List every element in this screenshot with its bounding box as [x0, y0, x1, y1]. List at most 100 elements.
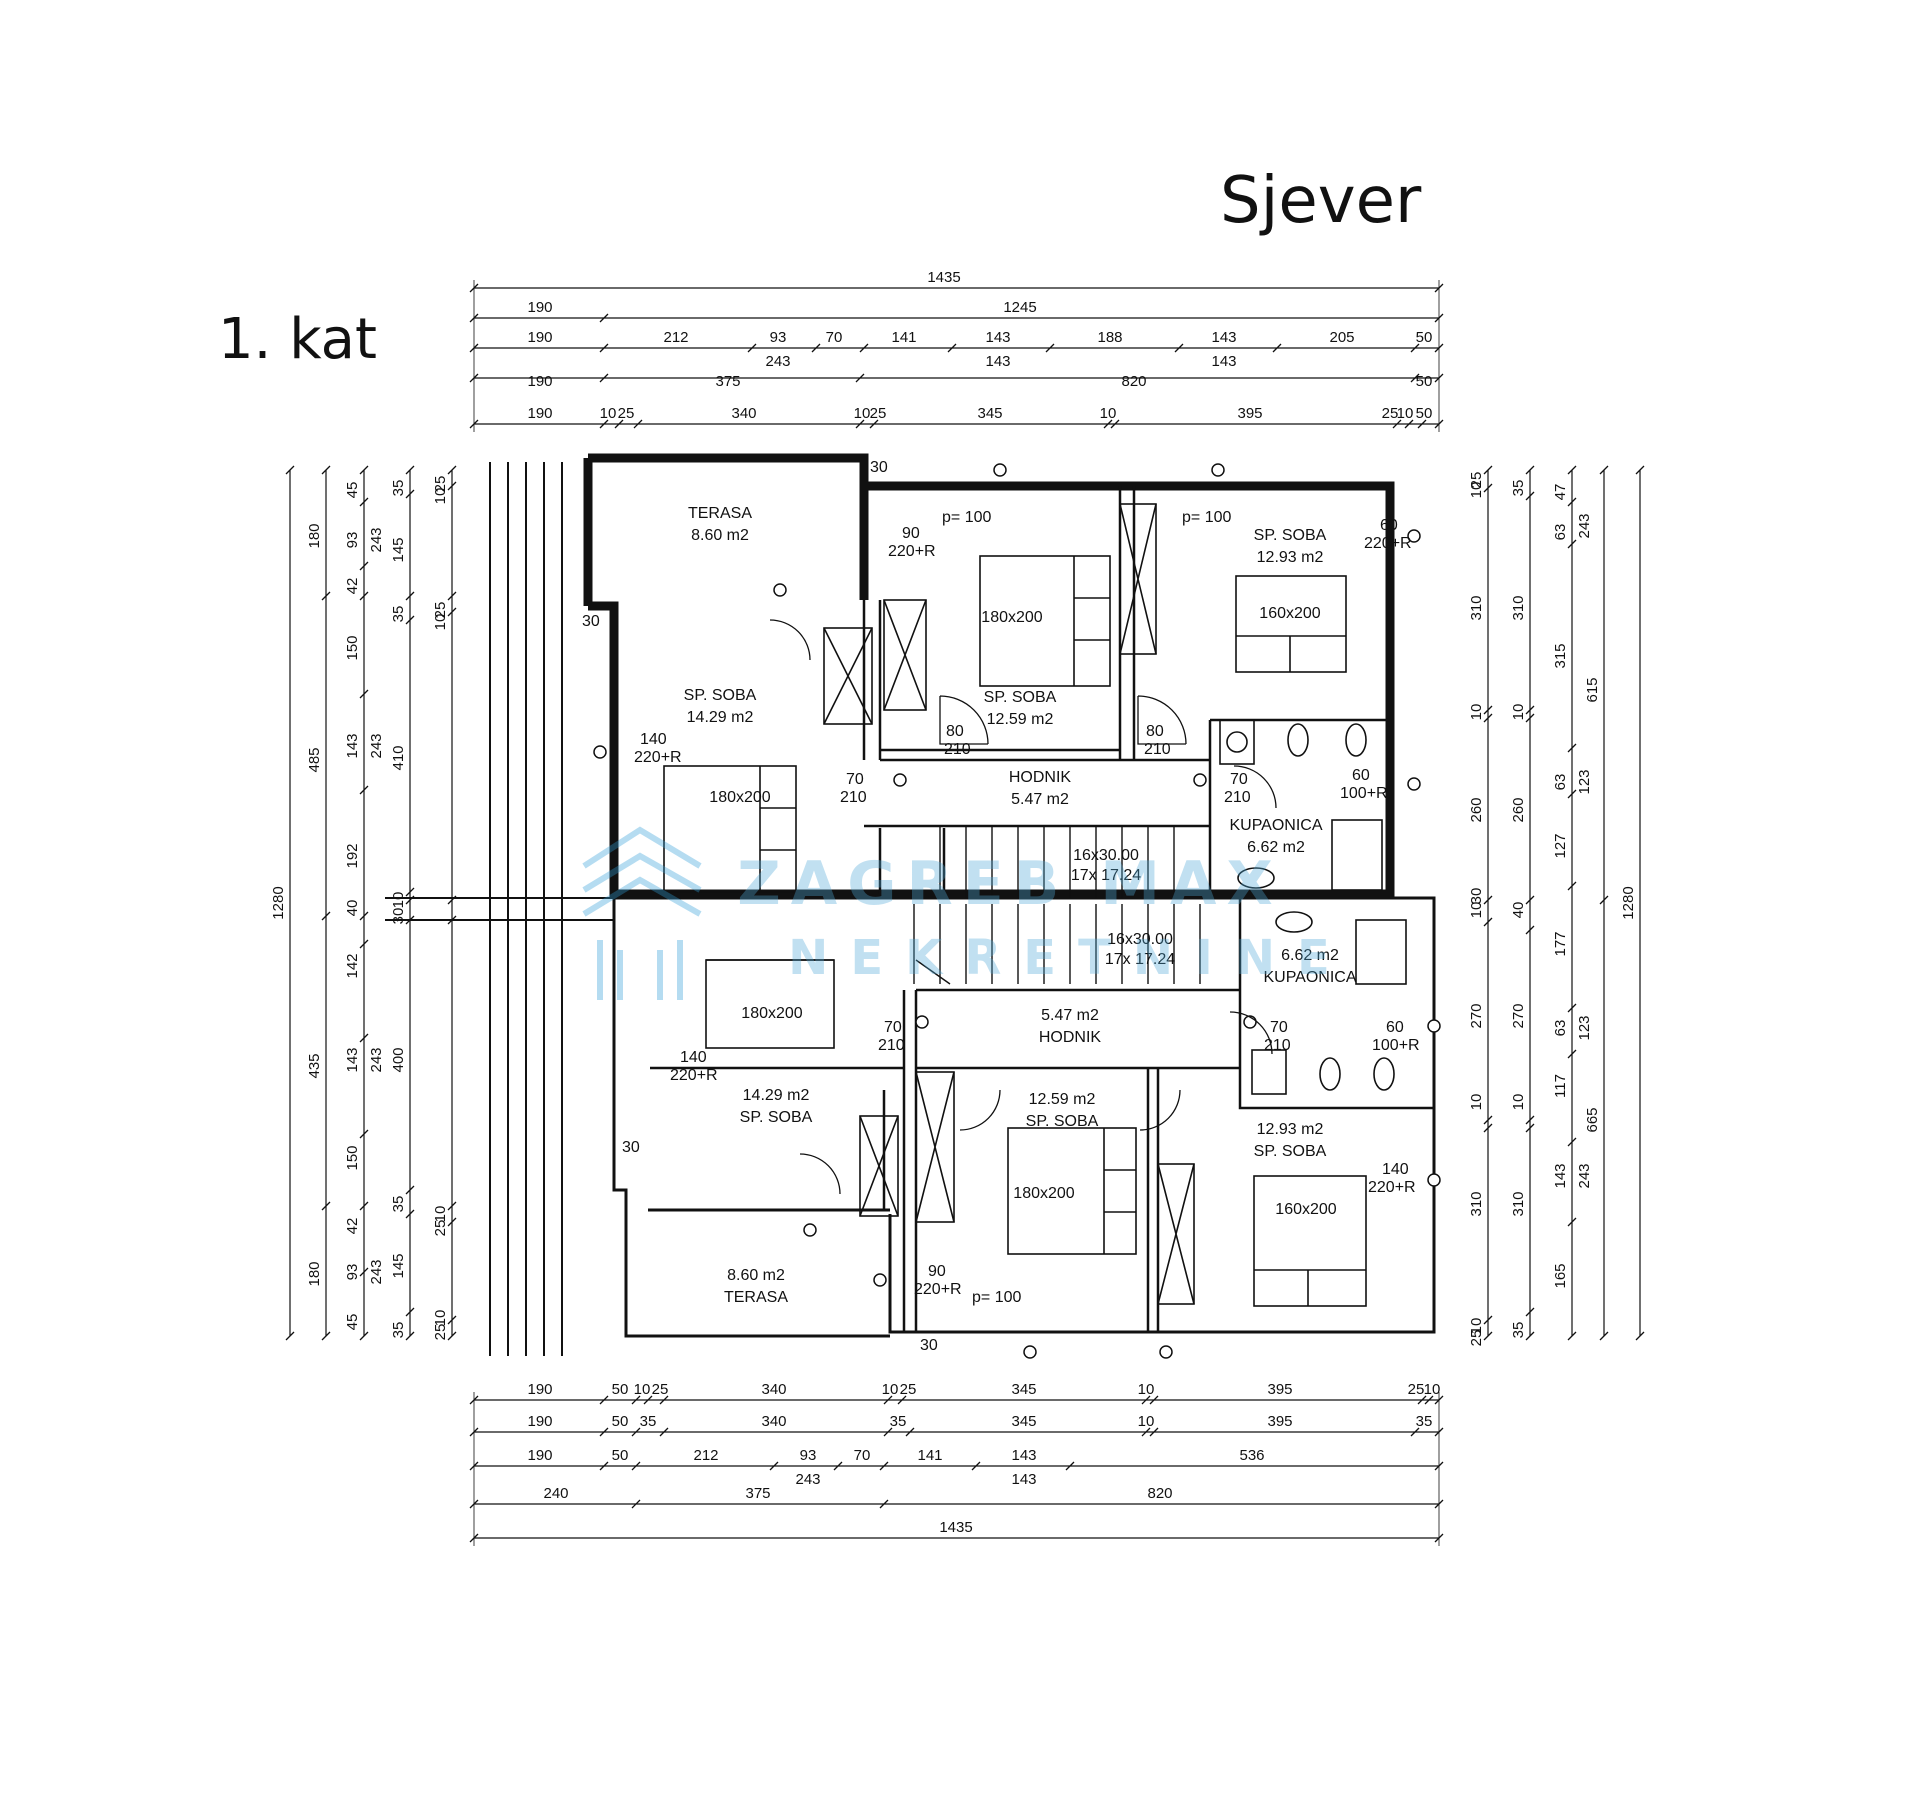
- dim-label: 395: [1237, 405, 1262, 422]
- dim-label: 40: [344, 900, 361, 917]
- dim-label: 143: [1211, 329, 1236, 346]
- watermark-logo-icon: [582, 826, 702, 1000]
- dim-label: 243: [368, 1259, 385, 1284]
- dim-label: 536: [1239, 1447, 1264, 1464]
- dim-label: 10: [1424, 1381, 1441, 1398]
- watermark-line2: NEKRETNINE: [788, 930, 1352, 986]
- dim-label: 35: [390, 606, 407, 623]
- dim-label: 50: [612, 1447, 629, 1464]
- dim-label: 10: [1468, 902, 1485, 919]
- dim-label: 345: [1011, 1413, 1036, 1430]
- dim-label: 35: [390, 1322, 407, 1339]
- dim-label: 270: [1510, 1003, 1527, 1028]
- dim-label: 123: [1576, 1015, 1593, 1040]
- room-area: 8.60 m2: [727, 1267, 785, 1284]
- parapet-height: p= 100: [972, 1289, 1021, 1306]
- dim-label: 25: [432, 1324, 449, 1341]
- dim-label: 345: [977, 405, 1002, 422]
- dim-label: 820: [1147, 1485, 1172, 1502]
- room-labels: TERASA 8.60 m2 SP. SOBA 14.29 m2 SP. SOB…: [684, 505, 1357, 1306]
- dim-label: 1245: [1003, 299, 1036, 316]
- dim-label: 25: [900, 1381, 917, 1398]
- dim-label: 25: [870, 405, 887, 422]
- dim-label: 345: [1011, 1381, 1036, 1398]
- dim-label: 45: [344, 482, 361, 499]
- door-height: 210: [878, 1037, 905, 1054]
- door-swings: [769, 619, 1277, 1195]
- door-height: 210: [1144, 741, 1171, 758]
- opening-height: 100+R: [1372, 1037, 1420, 1054]
- dim-label: 435: [306, 1053, 323, 1078]
- stairs-count: 17x 17.24: [1105, 951, 1175, 968]
- room-area: 14.29 m2: [687, 709, 754, 726]
- north-label: Sjever: [1220, 164, 1422, 238]
- parapet-height: p= 100: [1182, 509, 1231, 526]
- room-name: TERASA: [688, 505, 752, 522]
- dim-label: 395: [1267, 1413, 1292, 1430]
- dim-label: 42: [344, 578, 361, 595]
- dim-label: 63: [1552, 524, 1569, 541]
- beds: [663, 555, 1367, 1307]
- dim-label: 310: [1510, 1191, 1527, 1216]
- dim-label: 310: [1468, 1191, 1485, 1216]
- dim-label: 35: [890, 1413, 907, 1430]
- dim-label: 123: [1576, 769, 1593, 794]
- opening-height: 220+R: [1364, 535, 1412, 552]
- dim-label: 35: [1510, 1322, 1527, 1339]
- dim-label: 42: [344, 1218, 361, 1235]
- watermark: ZAGREB MAX NEKRETNINE: [582, 826, 1352, 1000]
- dim-label: 260: [1510, 797, 1527, 822]
- dim-label: 180: [306, 1261, 323, 1286]
- dim-label: 192: [344, 843, 361, 868]
- dim-label: 35: [390, 480, 407, 497]
- dim-label: 10: [432, 1310, 449, 1327]
- dim-label: 63: [1552, 1020, 1569, 1037]
- top-dim-extensions: [473, 280, 1440, 432]
- dim-label: 180: [306, 523, 323, 548]
- opening-height: 220+R: [634, 749, 682, 766]
- dim-label: 10: [1510, 704, 1527, 721]
- room-name: SP. SOBA: [684, 687, 757, 704]
- dim-label: 270: [1468, 1003, 1485, 1028]
- stairs-size: 16x30.00: [1107, 931, 1173, 948]
- dim-label: 10: [882, 1381, 899, 1398]
- dim-label: 25: [618, 405, 635, 422]
- dim-label: 190: [527, 1413, 552, 1430]
- dim-label: 1280: [270, 886, 287, 919]
- dim-label: 340: [761, 1413, 786, 1430]
- dim-label: 212: [663, 329, 688, 346]
- stairs: [913, 826, 1201, 985]
- bathroom-fixtures: [1219, 719, 1407, 1095]
- dim-label: 25: [1382, 405, 1399, 422]
- dim-label: 340: [731, 405, 756, 422]
- dim-label: 93: [344, 532, 361, 549]
- room-area: 6.62 m2: [1281, 947, 1339, 964]
- bed-size: 180x200: [709, 789, 770, 806]
- opening-width: 60: [1380, 517, 1398, 534]
- dim-label: 30: [390, 908, 407, 925]
- dim-label: 10: [1468, 1094, 1485, 1111]
- opening-height: 220+R: [888, 543, 936, 560]
- dim-label: 143: [985, 329, 1010, 346]
- dim-label: 190: [527, 1381, 552, 1398]
- bed-size: 180x200: [741, 1005, 802, 1022]
- door-width: 80: [946, 723, 964, 740]
- dim-label: 143: [344, 733, 361, 758]
- dim-label: 243: [795, 1471, 820, 1488]
- dim-label: 188: [1097, 329, 1122, 346]
- dim-label: 40: [1510, 902, 1527, 919]
- wall-thickness: 30: [870, 459, 888, 476]
- dim-label: 375: [745, 1485, 770, 1502]
- stairs-count: 17x 17.24: [1071, 867, 1141, 884]
- dim-label: 127: [1552, 833, 1569, 858]
- room-area: 6.62 m2: [1247, 839, 1305, 856]
- right-dim-ticks: [1483, 465, 1645, 1341]
- dim-label: 93: [344, 1264, 361, 1281]
- wall-thickness: 30: [920, 1337, 938, 1354]
- opening-width: 140: [640, 731, 667, 748]
- room-name: SP. SOBA: [1026, 1113, 1099, 1130]
- dim-label: 400: [390, 1047, 407, 1072]
- bottom-dimension-lines: [474, 1399, 1439, 1539]
- dim-label: 10: [1468, 1318, 1485, 1335]
